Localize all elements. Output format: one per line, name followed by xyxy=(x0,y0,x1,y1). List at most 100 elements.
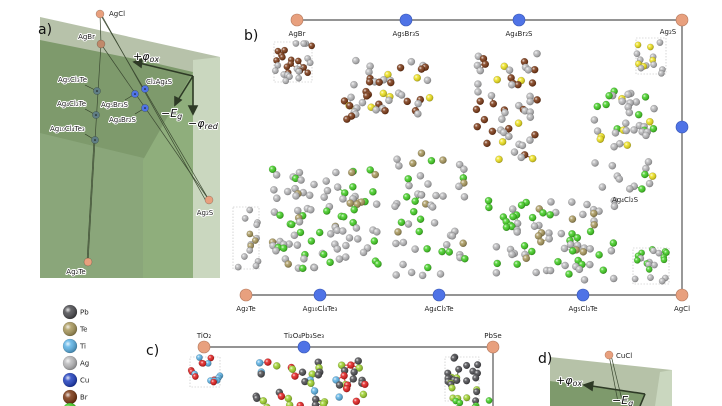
atom-s xyxy=(645,117,654,126)
atom-se xyxy=(355,364,364,372)
atom-ag xyxy=(460,193,469,201)
atom-ag xyxy=(424,180,432,188)
point-label: Ag₅Br₃S xyxy=(101,101,129,109)
atom-s xyxy=(648,172,657,180)
atom-s xyxy=(500,62,509,71)
legend-label: Ag xyxy=(80,360,89,368)
hull-facet-d-right xyxy=(655,370,672,406)
atom-pb xyxy=(463,377,471,385)
atom-se xyxy=(288,365,297,374)
hull-facet-d-main xyxy=(550,381,645,406)
atom-cl xyxy=(602,100,610,109)
atom-pb xyxy=(301,377,309,386)
atom-ag xyxy=(241,214,249,222)
atom-ag xyxy=(499,128,508,137)
atom-br xyxy=(488,127,497,136)
atom-ag xyxy=(417,191,426,199)
structure-pbse xyxy=(444,353,482,405)
atom-ag xyxy=(300,255,308,263)
atom-br xyxy=(343,115,351,124)
legend-swatch-br xyxy=(62,389,78,405)
atom-ag xyxy=(341,253,350,261)
atom-cl xyxy=(520,241,529,250)
atom-cl xyxy=(369,188,377,196)
atom-ag xyxy=(333,245,342,253)
phase-point-ag10cl4te3: Ag₁₀Cl₄Te₃ xyxy=(49,124,99,144)
atom-cl xyxy=(485,203,493,212)
atom-ag xyxy=(292,192,300,200)
atom-ag xyxy=(505,66,514,74)
atom-ag xyxy=(455,160,464,169)
atom-ag xyxy=(526,108,535,116)
atom-se xyxy=(307,379,315,388)
atom-ag xyxy=(295,74,303,82)
atom-o xyxy=(340,371,348,380)
atom-ag xyxy=(442,240,451,249)
atom-cl xyxy=(423,245,431,253)
atom-cl xyxy=(416,215,425,224)
atom-ag xyxy=(492,242,501,251)
atom-s xyxy=(425,93,434,102)
structure-pbse-cl xyxy=(452,397,493,406)
atom-ag xyxy=(655,249,663,257)
atom-o xyxy=(207,354,215,362)
atom-ag xyxy=(332,168,340,177)
phase-node-ag4cl2te: Ag₄Cl₂Te xyxy=(424,288,454,313)
legend-swatch-cu xyxy=(62,372,78,388)
atom-ag xyxy=(323,186,332,195)
atom-pb xyxy=(354,357,363,365)
atom-te xyxy=(439,156,447,164)
structure-ag4br2s xyxy=(472,49,541,164)
legend-item-cu: Cu xyxy=(62,372,89,388)
atom-ag xyxy=(366,62,374,71)
atom-se xyxy=(308,370,317,378)
atom-ag xyxy=(448,232,457,240)
atom-cl xyxy=(493,259,502,268)
hull-facet-right xyxy=(193,57,220,278)
atom-ag xyxy=(593,127,602,135)
atom-cl xyxy=(513,260,521,268)
hull-facet-main xyxy=(40,40,193,160)
atom-ag xyxy=(404,220,413,228)
atom-ag xyxy=(476,66,485,75)
label-cucl: CuCl xyxy=(616,352,632,360)
atom-cl xyxy=(456,399,464,406)
atom-ti xyxy=(335,393,343,401)
atom-o xyxy=(199,360,207,367)
legend-item-ti: Ti xyxy=(62,338,86,354)
atom-ag xyxy=(295,218,304,226)
atom-cl xyxy=(374,260,382,268)
atom-ag xyxy=(359,248,368,257)
atom-br xyxy=(533,96,541,104)
atom-te xyxy=(534,232,543,240)
atom-ag xyxy=(650,104,658,113)
atom-cl xyxy=(609,239,618,247)
atom-cl xyxy=(326,258,334,267)
structure-ag5br3s xyxy=(340,56,434,124)
atom-ag xyxy=(295,68,303,75)
atom-s xyxy=(493,75,502,84)
phase-node-ag5cl3te: Ag₅Cl₃Te xyxy=(568,288,598,313)
atom-cl xyxy=(528,213,537,222)
atom-ag xyxy=(566,240,575,249)
atom-o xyxy=(342,384,351,393)
atom-cl xyxy=(315,228,324,237)
atom-ag xyxy=(365,68,373,76)
atom-ag xyxy=(647,274,654,282)
atom-cl xyxy=(568,247,577,255)
phase-node-ti2o4pb3se3: Ti₂O₄Pb₃Se₃ xyxy=(283,332,324,354)
atom-cl xyxy=(340,189,349,197)
atom-ag xyxy=(300,40,308,47)
atom-ag xyxy=(658,277,666,285)
legend-item-te: Te xyxy=(62,321,87,337)
atom-ag xyxy=(405,181,413,190)
atom-ag xyxy=(618,97,627,106)
atom-cl xyxy=(339,212,348,221)
phase-node-ag4cl2s xyxy=(675,120,689,134)
atom-ag xyxy=(320,193,328,202)
phase-node-ag2s: Ag₂S xyxy=(660,13,689,36)
atom-ag xyxy=(609,274,618,283)
atom-ag xyxy=(292,40,300,47)
atom-pb xyxy=(335,381,344,389)
